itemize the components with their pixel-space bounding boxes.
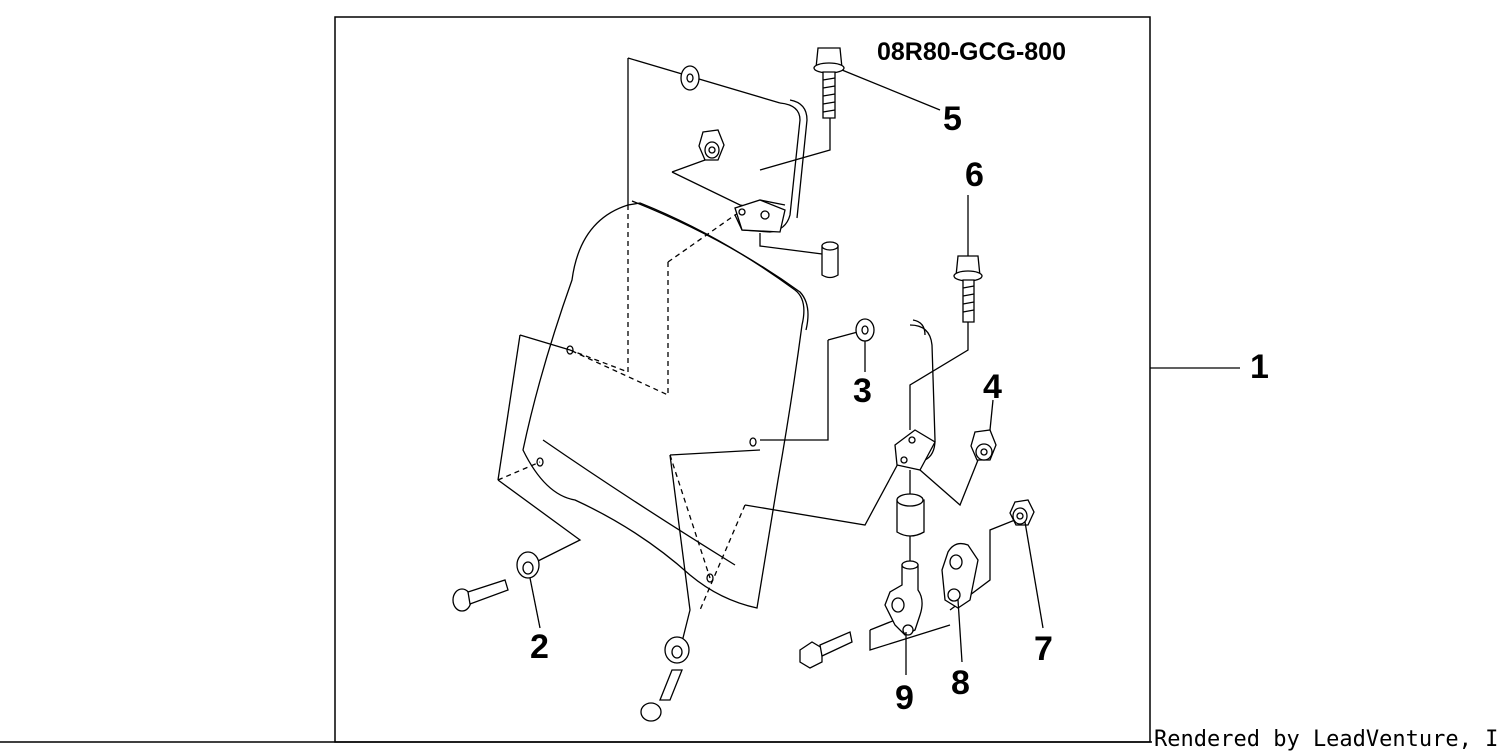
leader-lines xyxy=(497,57,1021,651)
callout-1: 1 xyxy=(1250,348,1269,386)
washer-3[interactable] xyxy=(855,318,875,342)
windscreen-part[interactable] xyxy=(522,200,809,609)
part-number: 08R80-GCG-800 xyxy=(877,38,1066,66)
upper-washer[interactable] xyxy=(680,65,700,91)
clamp-8[interactable] xyxy=(941,542,979,609)
lower-screw[interactable] xyxy=(640,669,683,722)
render-credit: Rendered by LeadVenture, Inc. xyxy=(1154,727,1500,752)
bolt-5[interactable] xyxy=(813,47,845,119)
callout-3: 3 xyxy=(853,372,872,410)
clamp-bolt[interactable] xyxy=(799,631,853,669)
callout-6: 6 xyxy=(965,156,984,194)
screw-2[interactable] xyxy=(452,579,509,612)
upper-collar[interactable] xyxy=(821,241,839,279)
lower-grommet[interactable] xyxy=(664,636,690,664)
callout-9: 9 xyxy=(895,679,914,717)
nut-4[interactable] xyxy=(970,429,997,461)
leader-2 xyxy=(529,577,541,629)
nut-7[interactable] xyxy=(1009,499,1035,526)
leader-7 xyxy=(1024,521,1044,629)
leader-8 xyxy=(957,599,963,663)
leader-5 xyxy=(841,69,941,111)
spacer-collar[interactable] xyxy=(896,493,925,537)
clamp-9[interactable] xyxy=(884,560,923,636)
upper-nut[interactable] xyxy=(698,129,725,161)
callout-7: 7 xyxy=(1034,630,1053,668)
lower-stay-bracket[interactable] xyxy=(894,319,936,471)
callout-4: 4 xyxy=(983,368,1002,406)
bolt-6[interactable] xyxy=(953,255,983,323)
leader-4 xyxy=(989,399,994,431)
grommet-2[interactable] xyxy=(516,551,540,579)
callout-5: 5 xyxy=(943,100,962,138)
upper-stay-bracket[interactable] xyxy=(734,99,808,233)
callout-2: 2 xyxy=(530,628,549,666)
callout-8: 8 xyxy=(951,664,970,702)
